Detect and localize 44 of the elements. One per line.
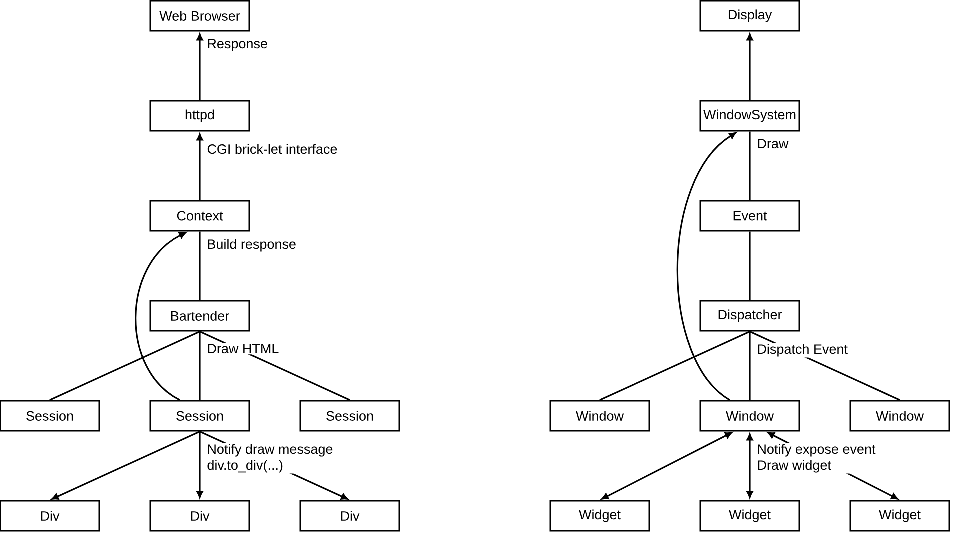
component-box: Session <box>150 400 250 432</box>
component-box: Window <box>550 400 650 432</box>
edge-label: Notify expose event Draw widget <box>756 443 877 474</box>
connector-line <box>50 331 200 401</box>
connector-line <box>749 332 751 400</box>
arrow <box>52 431 200 500</box>
edge-label: Build response <box>206 238 298 253</box>
component-box: Web Browser <box>150 0 250 32</box>
arrow <box>196 34 204 100</box>
component-box: Widget <box>700 500 800 532</box>
component-box: Session <box>0 400 100 432</box>
connector-line <box>199 332 201 400</box>
edge-label: CGI brick-let interface <box>206 143 339 156</box>
component-box: Widget <box>550 500 650 532</box>
arrow <box>676 132 736 401</box>
component-box: Window <box>850 400 950 432</box>
connector-line <box>199 232 201 300</box>
edge-label: Response <box>206 38 269 52</box>
edge-label: Notify draw message div.to_div(...) <box>206 443 334 474</box>
connector-line <box>749 232 751 300</box>
arrow <box>196 134 204 200</box>
component-box: Window <box>700 400 800 432</box>
component-box: httpd <box>150 100 250 132</box>
component-box: Event <box>700 200 800 232</box>
edge-label: Draw HTML <box>206 343 280 355</box>
component-box: Div <box>0 500 100 532</box>
double-headed-arrow <box>602 432 732 500</box>
component-box: Session <box>300 400 400 432</box>
component-box: Div <box>150 500 250 532</box>
arrow <box>196 432 204 498</box>
edge-label: Dispatch Event <box>756 343 849 358</box>
double-headed-arrow <box>746 434 754 498</box>
component-box: Context <box>150 200 250 232</box>
component-box: WindowSystem <box>700 100 800 132</box>
component-box: Display <box>700 0 800 32</box>
component-box: Widget <box>850 500 950 532</box>
component-box: Bartender <box>150 300 250 332</box>
connector-line <box>600 331 750 401</box>
component-box: Dispatcher <box>700 300 800 332</box>
arrow <box>746 34 754 100</box>
component-box: Div <box>300 500 400 532</box>
connector-line <box>749 132 751 200</box>
edge-label: Draw <box>756 138 790 150</box>
arrow <box>135 232 186 401</box>
